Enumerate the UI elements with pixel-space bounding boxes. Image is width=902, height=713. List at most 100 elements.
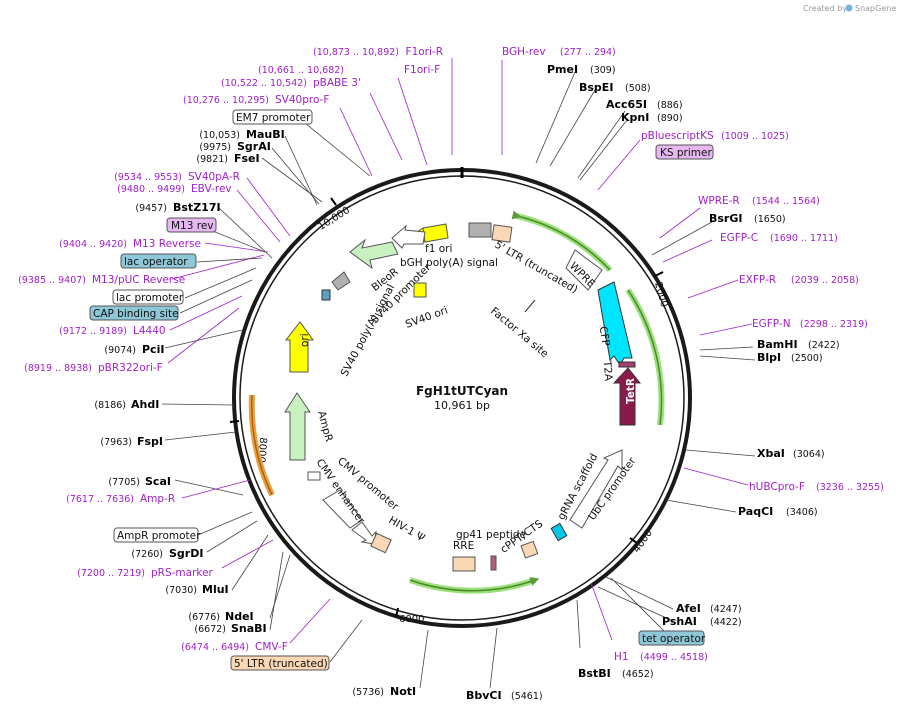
m13-rev-box — [166, 217, 217, 233]
enzyme-bbvci-pos: (5461) — [511, 691, 543, 702]
enzyme-paqci-name: PaqCI — [738, 505, 773, 518]
label-hiv: HIV-1 Ψ — [387, 514, 427, 544]
cap-binding-box — [89, 305, 179, 321]
rre-shape — [452, 556, 476, 572]
snapgene-logo-icon — [845, 4, 853, 12]
enzyme-afei-name: AfeI — [676, 602, 701, 615]
primer-h1-pos: (4499 .. 4518) — [640, 652, 708, 663]
primer-bgh-rev-pos: (277 .. 294) — [560, 47, 616, 58]
primer-egfp-n-name: EGFP-N — [752, 318, 791, 330]
sv40-ori-shape — [413, 282, 427, 298]
enzyme-bstbi-name: BstBI — [578, 667, 611, 680]
primer-hubcpro-f-pos: (3236 .. 3255) — [816, 482, 884, 493]
label-gp41: gp41 peptide — [456, 529, 526, 541]
primer-prs-marker-pos: (7200 .. 7219) — [77, 568, 145, 579]
enzyme-pcii-pos: (9074) — [104, 345, 136, 356]
label-rre: RRE — [453, 540, 474, 552]
tick-2000: 2000 — [652, 281, 669, 308]
enzyme-scai-pos: (7705) — [108, 477, 140, 488]
primer-l4440-pos: (9172 .. 9189) — [59, 326, 127, 337]
enzyme-maubi-name: MauBI — [246, 128, 285, 141]
lac-promoter-label: lac promoter — [116, 292, 184, 304]
label-sv40pa: SV40 poly(A) signal — [339, 282, 398, 378]
sv40-promoter-shape — [391, 224, 426, 249]
enzyme-sgrdi-pos: (7260) — [131, 549, 163, 560]
enzyme-bstz17i-pos: (9457) — [135, 203, 167, 214]
lac-elements-shape — [321, 289, 331, 301]
primer-amp-r-pos: (7617 .. 7636) — [66, 494, 134, 505]
em7-promoter-label: EM7 promoter — [236, 112, 311, 124]
credit-prefix: Created by — [803, 4, 847, 13]
enzyme-kpni-name: KpnI — [621, 111, 649, 124]
enzyme-xbai-pos: (3064) — [793, 449, 825, 460]
enzyme-pmei-name: PmeI — [547, 63, 578, 76]
primer-pbr322ori-f-name: pBR322ori-F — [98, 362, 163, 374]
enzyme-scai-name: ScaI — [145, 475, 171, 488]
ubc-shape — [569, 449, 623, 529]
primer-prs-marker-name: pRS-marker — [151, 567, 214, 579]
tet-operator-box — [638, 630, 705, 646]
t2a-shape — [618, 361, 636, 368]
primer-exfp-r-pos: (2039 .. 2058) — [791, 275, 859, 286]
enzyme-bspei-name: BspEI — [579, 81, 613, 94]
enzyme-mlui-pos: (7030) — [165, 585, 197, 596]
primer-f1ori-r-name: F1ori-R — [406, 46, 443, 58]
cfp-shape — [597, 281, 633, 366]
label-ampr: AmpR — [315, 410, 335, 443]
enzyme-bspei-pos: (508) — [625, 83, 651, 94]
primer-pbabe-pos: (10,522 .. 10,542) — [221, 78, 307, 89]
enzyme-pshai-name: PshAI — [662, 615, 697, 628]
credit-brand: SnapGene — [855, 4, 896, 13]
enzyme-fsei-name: FseI — [234, 152, 260, 165]
primer-pbr322ori-f-pos: (8919 .. 8938) — [24, 363, 92, 374]
enzyme-ndei-pos: (6776) — [188, 612, 220, 623]
primer-egfp-c-pos: (1690 .. 1711) — [770, 233, 838, 244]
primer-m13puc-name: M13/pUC Reverse — [92, 274, 185, 286]
m13-rev-label: M13 rev — [171, 220, 214, 232]
ampr-promoter-box — [113, 527, 199, 543]
tick-6000: 6000 — [399, 614, 424, 625]
enzyme-blpi-pos: (2500) — [791, 353, 823, 364]
primer-egfp-n-pos: (2298 .. 2319) — [800, 319, 868, 330]
bgh-polya-shape — [468, 222, 492, 238]
label-f1ori: f1 ori — [425, 243, 452, 255]
enzyme-bsrgi-pos: (1650) — [754, 214, 786, 225]
enzyme-sgrai-name: SgrAI — [237, 140, 271, 153]
label-sv40ori: SV40 ori — [404, 304, 450, 330]
cmv-enhancer-shape — [322, 489, 363, 529]
backbone-inner-ring — [239, 175, 685, 621]
enzyme-sgrdi-name: SgrDI — [169, 547, 203, 560]
enzyme-bamhi-pos: (2422) — [808, 340, 840, 351]
tetr-shape — [612, 367, 642, 426]
enzyme-acc65i-pos: (886) — [657, 100, 683, 111]
primer-f1ori-f-name: F1ori-F — [404, 64, 440, 76]
cppt-shape — [520, 540, 539, 559]
label-cfp: CFP — [597, 325, 612, 346]
primer-wpre-r-name: WPRE-R — [698, 195, 740, 207]
ori-shape — [284, 321, 314, 373]
enzyme-ahdi-name: AhdI — [131, 398, 159, 411]
enzyme-noti-name: NotI — [390, 685, 416, 698]
ltr5-shape — [491, 224, 513, 243]
enzyme-snabi-pos: (6672) — [194, 624, 226, 635]
em7-promoter-box — [232, 109, 313, 125]
plasmid-name: FgH1tUTCyan — [416, 384, 508, 398]
primer-l4440-name: L4440 — [133, 325, 166, 337]
enzyme-xbai-name: XbaI — [757, 447, 785, 460]
ltr5-box — [230, 655, 330, 671]
primer-pbluescriptks-name: pBluescriptKS — [641, 130, 714, 142]
primer-m13puc-pos: (9385 .. 9407) — [18, 275, 86, 286]
lac-operator-box — [120, 253, 197, 269]
enzyme-kpni-pos: (890) — [657, 113, 683, 124]
enzyme-afei-pos: (4247) — [710, 604, 742, 615]
grna-shape — [550, 522, 568, 542]
enzyme-fspi-name: FspI — [137, 435, 163, 448]
primer-h1-name: H1 — [614, 651, 629, 663]
cmv-promoter-shape — [351, 521, 377, 545]
primer-f1ori-f-pos: (10,661 .. 10,682) — [258, 65, 344, 76]
enzyme-fsei-pos: (9821) — [196, 154, 228, 165]
primer-ebv-rev-name: EBV-rev — [191, 183, 232, 195]
wpre-shape — [565, 249, 603, 291]
leader-lines — [161, 71, 756, 689]
